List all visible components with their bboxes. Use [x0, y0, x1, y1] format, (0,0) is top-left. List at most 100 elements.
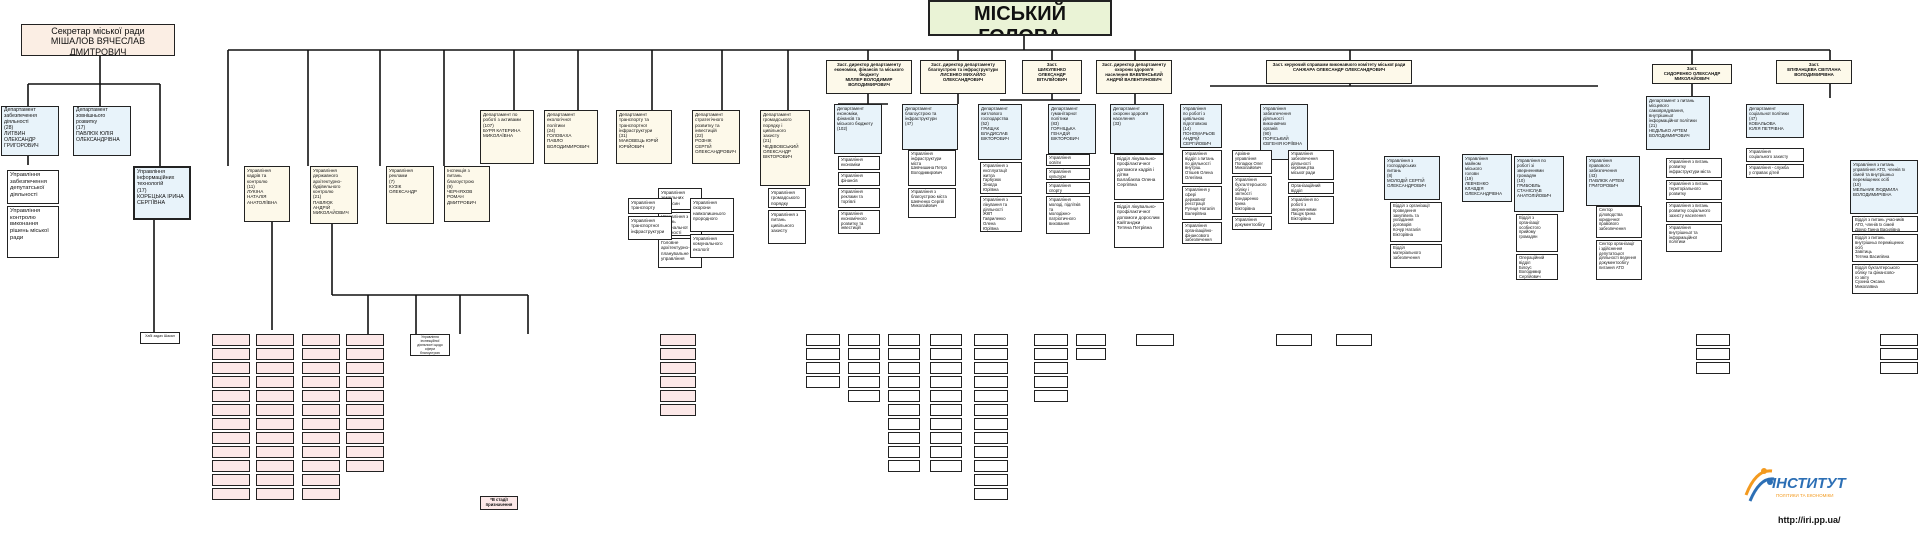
exec-sub-3: Управління забезпечення діяльності керів… — [1288, 150, 1334, 180]
minor-unit-box — [888, 446, 920, 458]
secretary-box: Секретар міської ради МІШАЛОВ ВЯЧЕСЛАВ Д… — [21, 24, 175, 56]
minor-unit-box — [256, 488, 294, 500]
minor-unit-box — [930, 418, 962, 430]
minor-unit-box — [302, 362, 340, 374]
appeals-sub-0: Відділ з організації особистого прийому … — [1516, 214, 1558, 252]
minor-unit-box — [848, 362, 880, 374]
ecology-sub-1: Управління комунального екології — [690, 234, 734, 258]
minor-unit-box — [1136, 334, 1174, 346]
minor-unit-box — [974, 390, 1008, 402]
institute-subtitle: ПОЛІТИКИ ТА ЕКОНОМІКИ — [1776, 493, 1834, 498]
household-sub-1: Відділ матеріального забезпечення — [1390, 244, 1442, 268]
minor-unit-box — [256, 418, 294, 430]
minor-unit-box — [930, 404, 962, 416]
dept-row-box-11: Департамент з питань місцевого самовряду… — [1646, 96, 1710, 150]
mayor-direct-box-2: Управління реклами (7) КУЗІК ОЛЕКСАНДР — [386, 166, 434, 224]
minor-unit-box — [302, 376, 340, 388]
selfgov-sub-3: Управління внутрішньої та інформаційної … — [1666, 224, 1722, 252]
minor-unit-box — [888, 334, 920, 346]
minor-unit-box — [974, 488, 1008, 500]
minor-unit-box — [256, 474, 294, 486]
minor-unit-box — [974, 474, 1008, 486]
institute-url[interactable]: http://iri.pp.ua/ — [1778, 515, 1841, 525]
humanit-sub-0: Управління освіти — [1046, 154, 1090, 166]
minor-unit-box — [346, 390, 384, 402]
minor-unit-box — [212, 404, 250, 416]
mayor-direct-box-1: Управління державного архітектурно- буді… — [310, 166, 358, 224]
minor-unit-box — [302, 348, 340, 360]
minor-unit-box — [1880, 334, 1918, 346]
dept-row-box-9: Управління по роботі зі зверненнями гром… — [1514, 156, 1564, 212]
mayor-direct-box-4: Департамент по роботі з активами (107) Б… — [480, 110, 534, 164]
deputy-box-0: Заст. директор департаменту економіки, ф… — [826, 60, 912, 94]
minor-unit-box — [302, 334, 340, 346]
selfgov-sub-1: Управління з питань територіального розв… — [1666, 180, 1722, 200]
minor-unit-box — [302, 432, 340, 444]
minor-unit-box — [302, 488, 340, 500]
uprav-it-box: Управління інформаційних технологій (17)… — [133, 166, 191, 220]
minor-unit-box — [346, 460, 384, 472]
minor-unit-box — [974, 460, 1008, 472]
dept-info-box: Департамент зовнішнього розвитку (17) ПА… — [73, 106, 131, 156]
institute-name: ІНСТИТУТ — [1772, 475, 1846, 492]
housing-sub-1: Управління з лікування та діяльності ЖКП… — [980, 196, 1022, 232]
minor-unit-box — [212, 446, 250, 458]
institute-logo: ІНСТИТУТ ПОЛІТИКИ ТА ЕКОНОМІКИ http://ir… — [1742, 465, 1862, 533]
minor-unit-box — [1034, 334, 1068, 346]
deputy-box-6: Заст. ЕПІФАНЦЕВА СВІТЛАНА ВОЛОДИМИРІВНА — [1776, 60, 1852, 84]
blago-sub-1: Управління з благоустрою міста Шевченко … — [908, 188, 956, 218]
dept-row-box-10: Управління правового забезпечення (43) П… — [1586, 156, 1640, 206]
minor-unit-box — [256, 390, 294, 402]
minor-unit-box — [256, 446, 294, 458]
minor-unit-box — [212, 348, 250, 360]
economy-sub-1: Управління фінансів — [838, 172, 880, 186]
minor-unit-box — [888, 362, 920, 374]
dept-support-box: Департамент забезпечення діяльності (28)… — [1, 106, 59, 156]
minor-unit-box — [302, 446, 340, 458]
minor-unit-box — [974, 348, 1008, 360]
minor-unit-box — [1336, 334, 1372, 346]
exec-sub-2: Управління документообігу — [1232, 216, 1272, 230]
household-sub-0: Відділ з організації проведення закупіве… — [1390, 202, 1442, 242]
minor-unit-box — [346, 418, 384, 430]
minor-unit-box — [660, 376, 696, 388]
minor-unit-box — [930, 376, 962, 388]
minor-unit-box — [660, 362, 696, 374]
blago-sub-0: Управління інфраструктури міста Шевчишин… — [908, 150, 956, 186]
minor-unit-box — [212, 432, 250, 444]
connector-lines — [27, 36, 1831, 334]
minor-unit-box — [1696, 362, 1730, 374]
minor-unit-box — [212, 418, 250, 430]
minor-unit-box — [1696, 348, 1730, 360]
minor-unit-box — [212, 376, 250, 388]
minor-unit-box — [302, 404, 340, 416]
dept-row-box-8: Управління майном міського голови (19) Л… — [1462, 154, 1512, 202]
red-note-box: *В стадії призначення — [480, 496, 518, 510]
minor-unit-box — [256, 432, 294, 444]
selfgov-sub-0: Управління з питань розвитку інфраструкт… — [1666, 158, 1722, 178]
social-sub-1: Управління - служба у справах дітей — [1746, 164, 1804, 178]
minor-unit-box — [888, 460, 920, 472]
humanit-sub-1: Управління культури — [1046, 168, 1090, 180]
ato-sub-0: Відділ з питань учасників АТО, членів їх… — [1852, 216, 1918, 232]
institute-logo-icon — [1744, 468, 1775, 502]
minor-unit-box — [888, 432, 920, 444]
mayor-direct-box-0: Управління кадрів та контролю (11) ЛУКІН… — [244, 166, 290, 222]
minor-unit-box — [256, 376, 294, 388]
dept-row-box-1: Департамент благоустрою та інфраструктур… — [902, 104, 958, 150]
minor-unit-box — [1696, 334, 1730, 346]
minor-unit-box — [848, 348, 880, 360]
minor-unit-box — [930, 362, 962, 374]
minor-unit-box — [212, 474, 250, 486]
minor-unit-box — [974, 418, 1008, 430]
transport-sub-0: Управління транспорту — [628, 198, 672, 214]
mayor-direct-box-5: Департамент екологічної політики (24) ГО… — [544, 110, 598, 164]
minor-unit-box — [974, 376, 1008, 388]
minor-unit-box — [930, 348, 962, 360]
deputy-box-3: Заст. директор департаменту охорони здор… — [1096, 60, 1172, 94]
minor-unit-box — [888, 404, 920, 416]
mayor-box: МІСЬКИЙ ГОЛОВА — [928, 0, 1112, 36]
dept-row-box-0: Департамент економіки, фінансів та міськ… — [834, 104, 882, 154]
minor-unit-box — [346, 348, 384, 360]
minor-unit-box — [660, 390, 696, 402]
